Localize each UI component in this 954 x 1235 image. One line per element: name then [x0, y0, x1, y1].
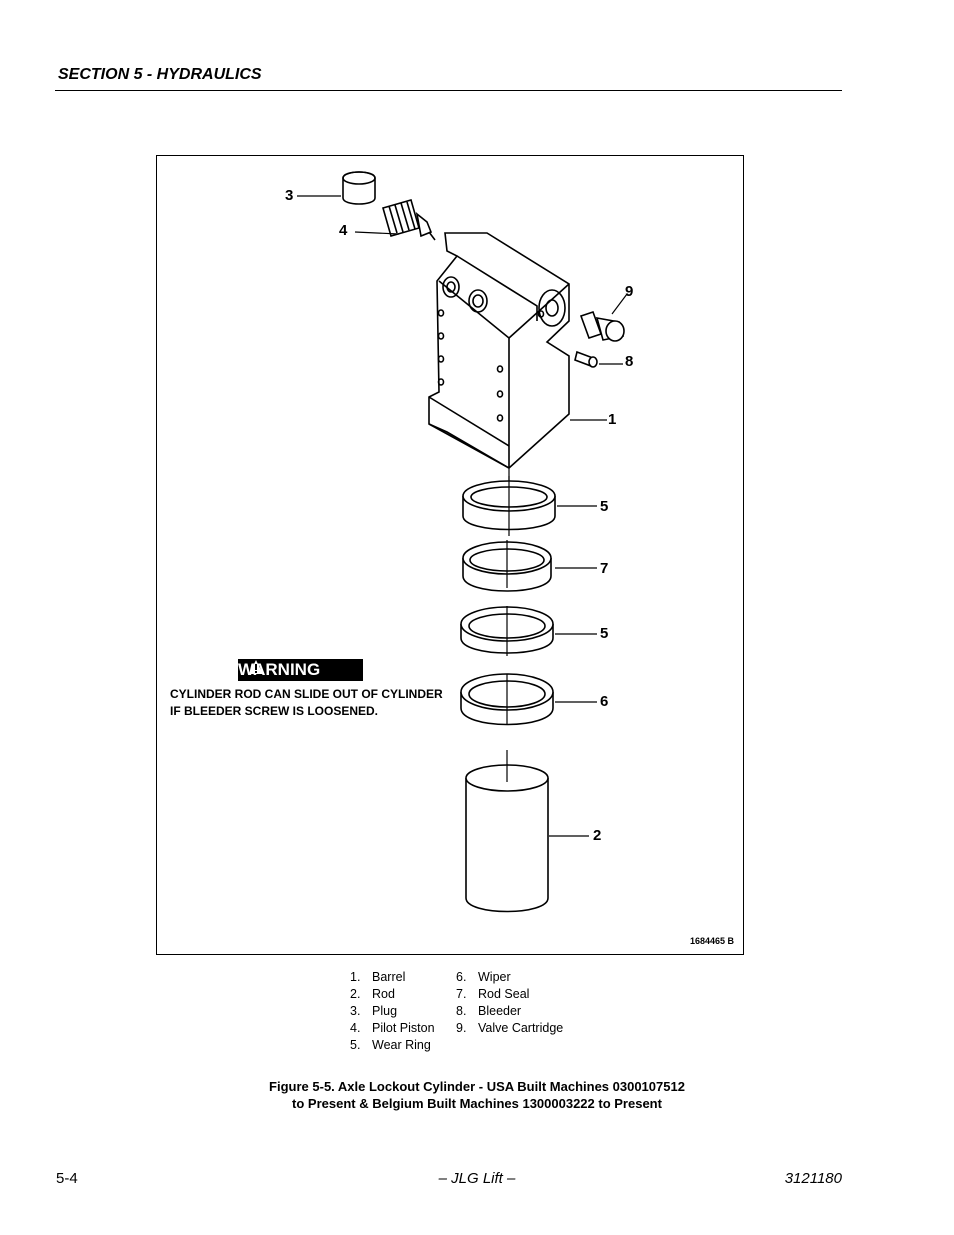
drawing-number: 1684465 B [689, 936, 734, 946]
callout-6: 6 [600, 693, 609, 710]
legend-num: 8. [456, 1004, 467, 1018]
legend-item: 2. Rod [350, 986, 435, 1003]
legend-left: 1. Barrel 2. Rod 3. Plug 4. Pilot Piston 5. W… [350, 969, 435, 1054]
section-header: SECTION 5 - HYDRAULICS [58, 66, 262, 83]
warning-badge: WARNING [238, 659, 363, 681]
callout-2: 2 [593, 827, 602, 844]
legend-num: 4. [350, 1021, 361, 1035]
header-rule [55, 90, 842, 91]
legend-label: Wiper [478, 970, 511, 984]
legend-label: Rod [372, 987, 395, 1001]
caption-line-1: Figure 5-5. Axle Lockout Cylinder - USA … [269, 1079, 685, 1094]
figure-box: 3 4 9 8 1 5 7 5 6 2 WARNING CYLINDER ROD… [156, 155, 744, 955]
footer-center: – JLG Lift – [438, 1170, 516, 1187]
legend-label: Barrel [372, 970, 406, 984]
footer-doc-number: 3121180 [784, 1170, 842, 1187]
legend-num: 6. [456, 970, 467, 984]
wear-ring-drawing [462, 476, 597, 536]
legend-label: Wear Ring [372, 1038, 431, 1052]
legend-item: 3. Plug [350, 1003, 435, 1020]
legend-num: 7. [456, 987, 467, 1001]
footer-page-number: 5-4 [56, 1170, 78, 1187]
legend-item: 9. Valve Cartridge [456, 1020, 563, 1037]
warning-line-1: CYLINDER ROD CAN SLIDE OUT OF CYLINDER [170, 687, 443, 701]
warning-triangle-icon [249, 660, 263, 674]
callout-7: 7 [600, 560, 609, 577]
legend-label: Rod Seal [478, 987, 530, 1001]
rod-drawing [465, 750, 589, 913]
callout-5b: 5 [600, 625, 609, 642]
rod-seal-drawing [462, 540, 597, 592]
legend-right: 6. Wiper 7. Rod Seal 8. Bleeder 9. Valve Car… [456, 969, 563, 1037]
legend-label: Bleeder [478, 1004, 522, 1018]
valve-cartridge-drawing [579, 293, 628, 342]
warning-badge-label: WARNING [238, 660, 321, 679]
legend-num: 1. [350, 970, 361, 984]
caption-line-2: to Present & Belgium Built Machines 1300… [292, 1096, 662, 1111]
callout-9: 9 [625, 283, 634, 300]
wear-ring-2-drawing [460, 606, 597, 656]
wiper-drawing [460, 673, 597, 726]
plug-drawing [297, 171, 376, 205]
callout-3: 3 [285, 187, 294, 204]
legend-num: 5. [350, 1038, 361, 1052]
pilot-piston-drawing [354, 199, 436, 241]
legend-item: 7. Rod Seal [456, 986, 563, 1003]
legend-item: 8. Bleeder [456, 1003, 563, 1020]
callout-1: 1 [608, 411, 617, 428]
callout-8: 8 [625, 353, 634, 370]
legend-item: 4. Pilot Piston [350, 1020, 435, 1037]
callout-5a: 5 [600, 498, 609, 515]
callout-4: 4 [339, 222, 348, 239]
warning-line-2: IF BLEEDER SCREW IS LOOSENED. [170, 704, 379, 718]
warning-text: CYLINDER ROD CAN SLIDE OUT OF CYLINDER I… [170, 686, 460, 720]
bleeder-drawing [574, 350, 623, 368]
legend-num: 3. [350, 1004, 361, 1018]
legend-label: Valve Cartridge [478, 1021, 564, 1035]
legend-item: 5. Wear Ring [350, 1037, 435, 1054]
legend-label: Pilot Piston [372, 1021, 435, 1035]
legend-label: Plug [372, 1004, 398, 1018]
legend-item: 6. Wiper [456, 969, 563, 986]
legend-num: 2. [350, 987, 361, 1001]
axle-lockout-cylinder-drawing [297, 171, 628, 913]
legend-item: 1. Barrel [350, 969, 435, 986]
figure-caption: Figure 5-5. Axle Lockout Cylinder - USA … [0, 1078, 954, 1112]
legend-num: 9. [456, 1021, 467, 1035]
barrel-drawing [428, 232, 570, 469]
